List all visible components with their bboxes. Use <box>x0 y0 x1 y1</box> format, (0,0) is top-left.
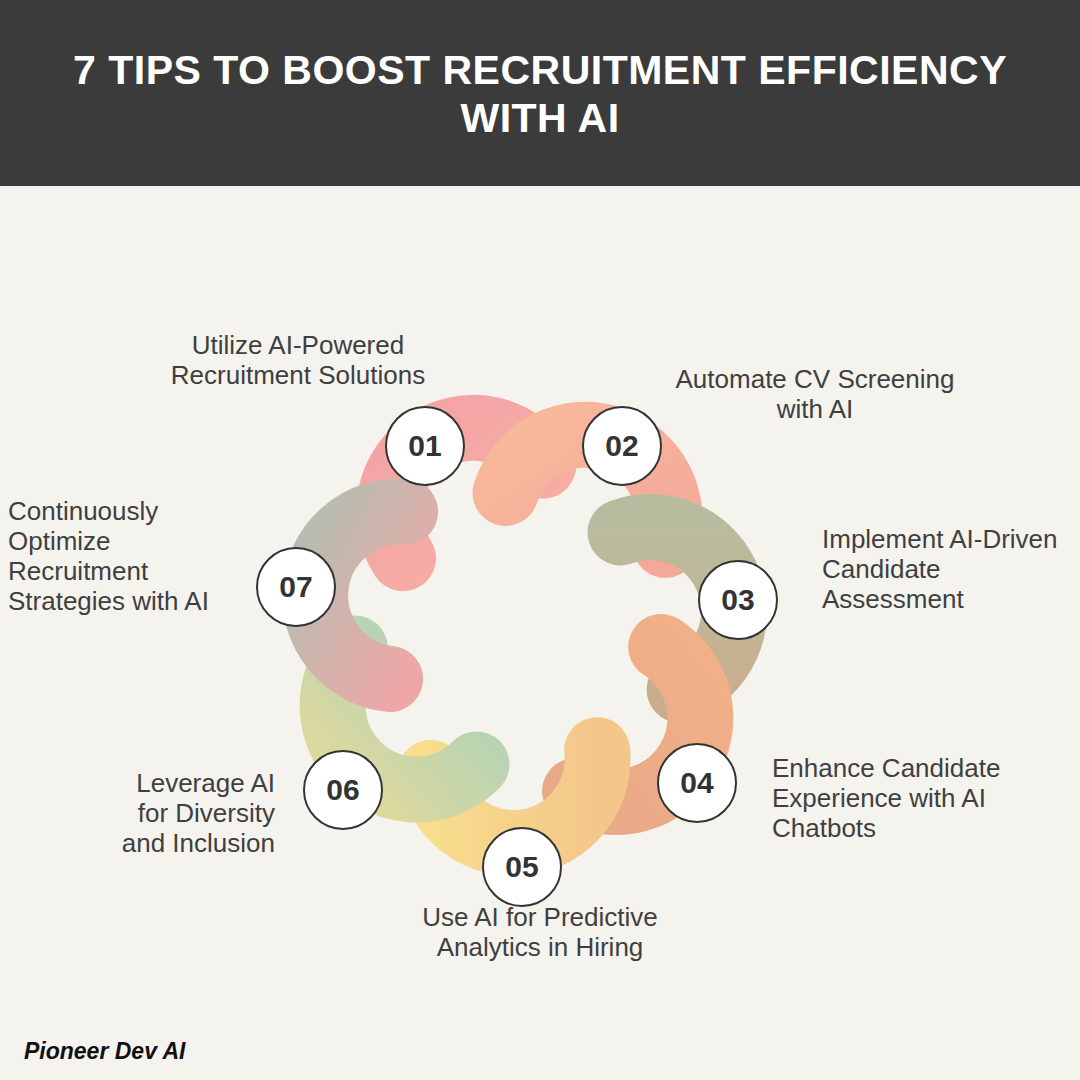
step-number: 05 <box>484 829 560 905</box>
step-label: Continuously Optimize Recruitment Strate… <box>8 496 210 616</box>
step-number: 01 <box>387 408 463 484</box>
number-circle: 06Leverage AI for Diversity and Inclusio… <box>303 750 383 830</box>
step-number: 06 <box>305 752 381 828</box>
brand-label: Pioneer Dev AI <box>24 1036 185 1066</box>
step-label: Implement AI-Driven Candidate Assessment <box>822 524 1058 614</box>
step-number: 07 <box>258 549 334 625</box>
step-label: Leverage AI for Diversity and Inclusion <box>99 768 275 858</box>
step-number: 04 <box>659 745 735 821</box>
title: 7 TIPS TO BOOST RECRUITMENT EFFICIENCY W… <box>40 46 1040 142</box>
step-label: Enhance Candidate Experience with AI Cha… <box>772 753 1024 843</box>
step-label: Automate CV Screening with AI <box>665 364 965 424</box>
step-number: 03 <box>700 562 776 638</box>
number-circle: 07Continuously Optimize Recruitment Stra… <box>256 547 336 627</box>
step-label: Use AI for Predictive Analytics in Hirin… <box>390 902 690 962</box>
step-number: 02 <box>584 408 660 484</box>
number-circle: 04Enhance Candidate Experience with AI C… <box>657 743 737 823</box>
number-circle: 03Implement AI-Driven Candidate Assessme… <box>698 560 778 640</box>
step-label: Utilize AI-Powered Recruitment Solutions <box>148 330 448 390</box>
number-circle: 01Utilize AI-Powered Recruitment Solutio… <box>385 406 465 486</box>
number-circle: 02Automate CV Screening with AI <box>582 406 662 486</box>
number-circle: 05Use AI for Predictive Analytics in Hir… <box>482 827 562 907</box>
